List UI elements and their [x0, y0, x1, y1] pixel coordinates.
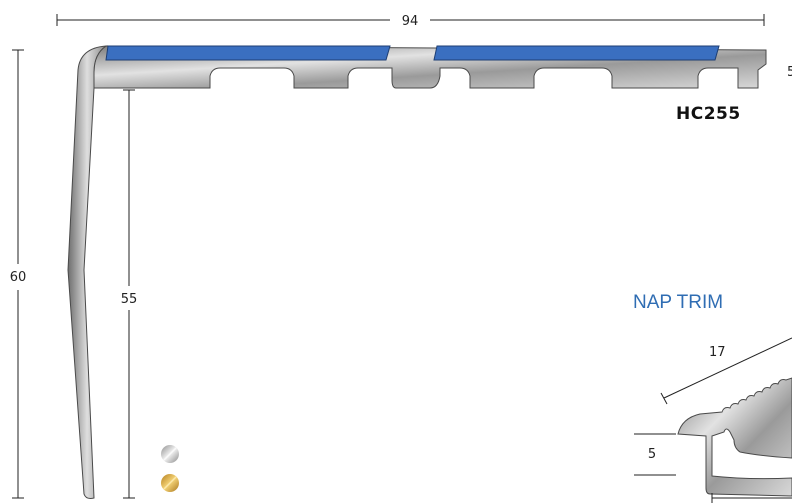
finish-swatches: [161, 445, 179, 492]
anti-slip-insert-right: [433, 45, 720, 61]
outer-height-dimension: 60: [10, 49, 27, 499]
product-code: HC255: [676, 104, 741, 124]
width-dimension-label: 94: [402, 14, 419, 29]
nap-trim-profile: [677, 377, 792, 497]
nap-height-label: 5: [648, 447, 656, 462]
outer-height-label: 60: [10, 270, 27, 285]
inner-height-label: 55: [121, 292, 138, 307]
nosing-leg-profile: [67, 45, 108, 499]
nap-length-label: 17: [709, 345, 726, 360]
width-dimension: 94: [56, 14, 765, 29]
inner-height-dimension: 55: [121, 89, 138, 499]
section-title: NAP TRIM: [633, 292, 723, 313]
edge-dimension-label: 5: [787, 65, 792, 80]
anti-slip-insert-left: [105, 45, 391, 61]
nap-trim-detail: 17 5: [634, 337, 792, 503]
